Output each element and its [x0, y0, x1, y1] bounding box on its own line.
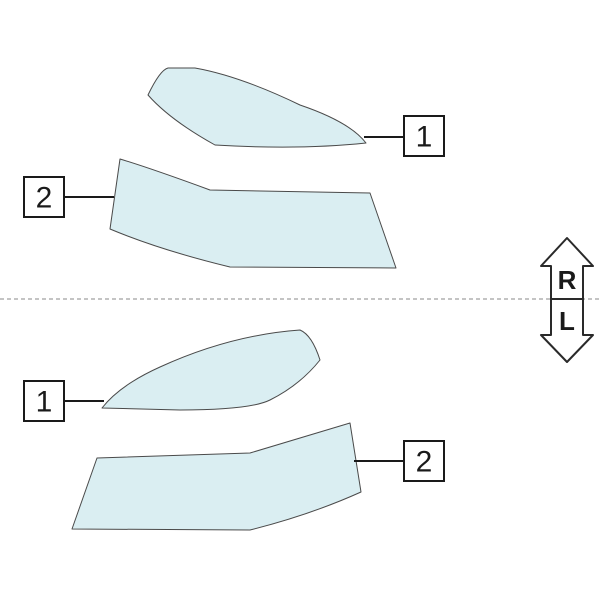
right-side-group: 1 2: [23, 67, 445, 269]
left-callout-1-label: 1: [36, 386, 53, 419]
right-callout-1-box: [403, 115, 445, 157]
left-callout-2-box: [403, 440, 445, 482]
right-rear-quarter-window: [147, 67, 367, 148]
left-side-label: L: [559, 306, 575, 336]
left-rear-door-window: [71, 422, 362, 531]
right-rear-door-window: [109, 158, 397, 269]
right-callout-2-label: 2: [36, 182, 53, 215]
right-callout-2-box: [23, 176, 65, 218]
left-rear-quarter-window: [101, 329, 321, 411]
right-callout-1-label: 1: [416, 121, 433, 154]
left-callout-1-box: [23, 380, 65, 422]
right-side-label: R: [558, 265, 577, 295]
side-indicator-arrow: R L: [540, 237, 594, 363]
left-side-group: 1 2: [23, 329, 445, 531]
left-callout-2-label: 2: [416, 446, 433, 479]
